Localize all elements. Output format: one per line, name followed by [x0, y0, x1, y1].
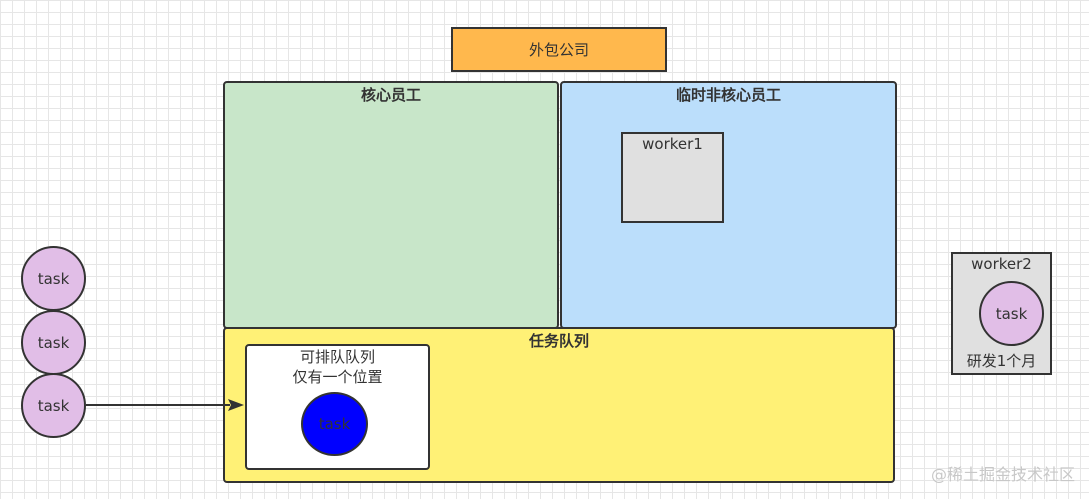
- task-queue-box: 任务队列 可排队队列 仅有一个位置 task: [223, 327, 895, 483]
- core-staff-box: 核心员工: [223, 81, 559, 329]
- queue-slot-line1: 可排队队列: [299, 348, 375, 366]
- queued-task-circle: task: [301, 392, 368, 456]
- incoming-task: task: [21, 373, 86, 438]
- core-staff-title: 核心员工: [360, 86, 421, 104]
- task-queue-title: 任务队列: [528, 332, 589, 350]
- incoming-task-label: task: [37, 269, 70, 288]
- company-box: 外包公司: [451, 27, 667, 72]
- worker1-box: worker1: [621, 132, 724, 223]
- worker1-label: worker1: [642, 135, 703, 153]
- incoming-task-label: task: [37, 396, 70, 415]
- worker2-note: 研发1个月: [966, 352, 1037, 370]
- worker2-box: worker2 task 研发1个月: [951, 252, 1052, 375]
- worker2-title: worker2: [971, 255, 1032, 273]
- incoming-task-label: task: [37, 333, 70, 352]
- watermark-text: @稀土掘金技术社区: [930, 465, 1075, 484]
- temp-staff-title: 临时非核心员工: [675, 86, 781, 104]
- queued-task-label: task: [318, 415, 351, 433]
- queue-slot-line2: 仅有一个位置: [292, 368, 383, 386]
- incoming-task: task: [21, 246, 86, 311]
- incoming-task: task: [21, 310, 86, 375]
- company-label: 外包公司: [528, 41, 589, 59]
- queue-slot-box: 可排队队列 仅有一个位置 task: [245, 344, 430, 470]
- temp-staff-box: 临时非核心员工 worker1: [560, 81, 897, 329]
- worker2-task-circle: task: [979, 281, 1044, 346]
- worker2-task-label: task: [995, 304, 1028, 323]
